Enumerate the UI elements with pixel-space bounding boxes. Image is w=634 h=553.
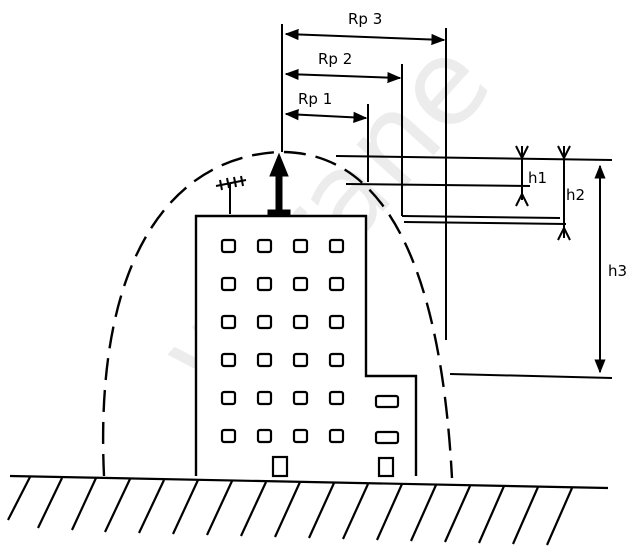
- window: [256, 314, 273, 330]
- window: [220, 390, 237, 406]
- rp3-dimension: [284, 28, 446, 46]
- window: [328, 314, 345, 330]
- h1-dimension: [515, 145, 529, 207]
- window: [220, 314, 237, 330]
- label-h1: h1: [528, 169, 547, 187]
- window: [256, 428, 273, 444]
- window: [256, 390, 273, 406]
- window: [328, 428, 345, 444]
- label-h3: h3: [608, 262, 627, 280]
- window: [292, 390, 309, 406]
- window: [256, 352, 273, 368]
- height-dimensions: [515, 145, 606, 374]
- door: [377, 456, 395, 478]
- window: [256, 238, 273, 254]
- protection-zone-boundary: [101, 150, 454, 479]
- rp1-dimension: [284, 109, 368, 123]
- window: [374, 394, 400, 409]
- window: [328, 238, 345, 254]
- window: [220, 238, 237, 254]
- window: [220, 276, 237, 292]
- window: [220, 428, 237, 444]
- radius-dimensions: [284, 28, 446, 123]
- window: [374, 430, 400, 445]
- label-h2: h2: [566, 186, 585, 204]
- window: [292, 276, 309, 292]
- window: [220, 352, 237, 368]
- window: [292, 238, 309, 254]
- ground: [7, 474, 609, 546]
- window: [328, 276, 345, 292]
- height-reference-lines: [335, 155, 613, 379]
- rp2-dimension: [284, 68, 402, 84]
- window: [292, 352, 309, 368]
- h2-dimension: [557, 145, 571, 241]
- window: [292, 428, 309, 444]
- window: [292, 314, 309, 330]
- building: [194, 214, 418, 476]
- radius-guides: [281, 24, 447, 340]
- ground-hatching: [7, 476, 574, 546]
- lightning-rod: [267, 152, 291, 217]
- window: [256, 276, 273, 292]
- window: [328, 352, 345, 368]
- label-rp1: Rp 1: [298, 90, 332, 108]
- building-windows: [220, 238, 400, 478]
- label-rp2: Rp 2: [318, 50, 352, 68]
- window: [328, 390, 345, 406]
- door: [271, 455, 289, 478]
- label-rp3: Rp 3: [348, 10, 382, 28]
- antenna-icon: [215, 175, 247, 214]
